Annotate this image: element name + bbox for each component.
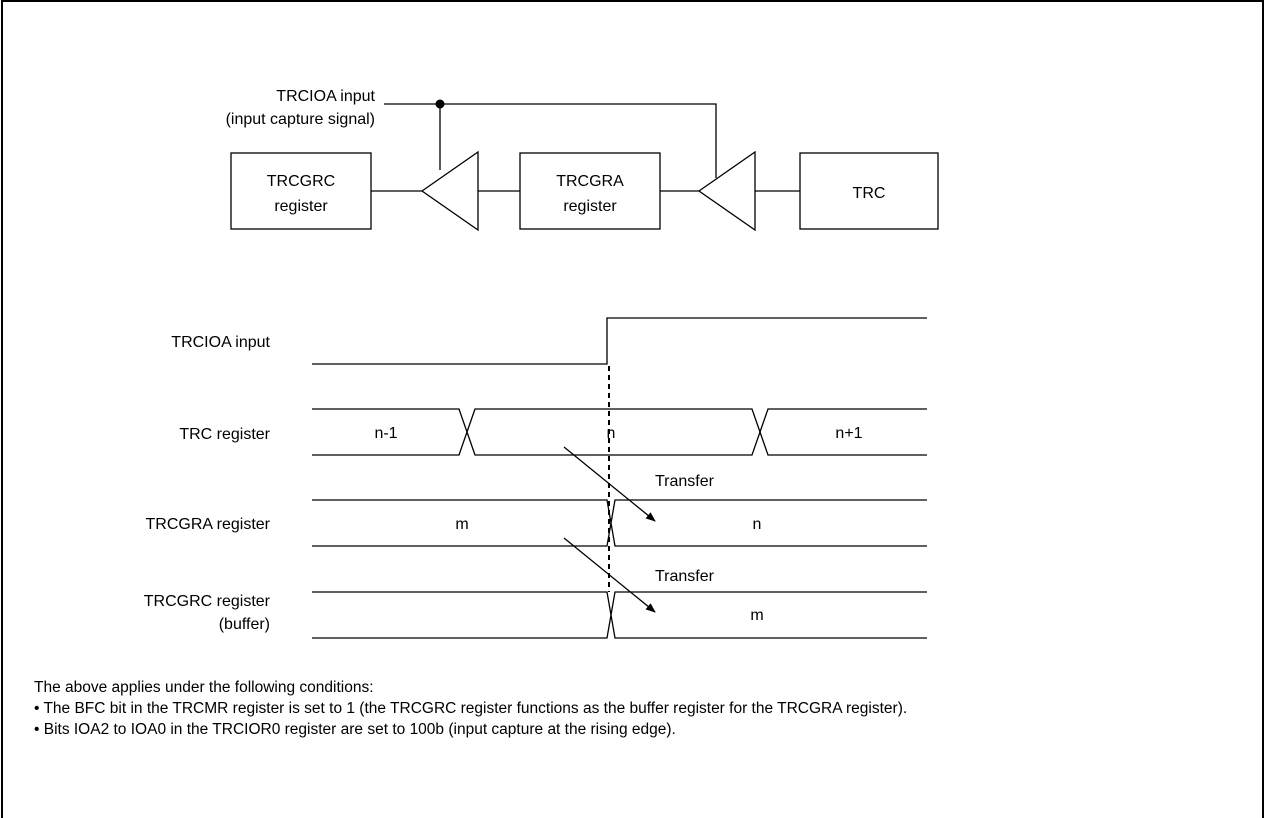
input-label-line2: (input capture signal) bbox=[226, 111, 375, 128]
transfer-arrow-1 bbox=[563, 446, 656, 522]
transfer-label-2: Transfer bbox=[655, 568, 715, 585]
signal-label-trcioa-input: TRCIOA input bbox=[171, 334, 270, 351]
buffer-gate-2 bbox=[697, 150, 756, 232]
trcgra-register-box bbox=[519, 152, 661, 230]
input-label-line1: TRCIOA input bbox=[276, 88, 375, 105]
transfer-label-1: Transfer bbox=[655, 473, 715, 490]
junction-dot bbox=[435, 99, 445, 109]
signal-label-trc-register: TRC register bbox=[179, 426, 270, 443]
trcgrc-register-box bbox=[230, 152, 372, 230]
notes-bullet-1: • The BFC bit in the TRCMR register is s… bbox=[34, 700, 908, 717]
waveform-trcgra-register bbox=[312, 499, 927, 547]
conditions-notes: The above applies under the following co… bbox=[34, 677, 1259, 740]
waveform-trcgrc-register bbox=[312, 591, 927, 639]
buffer-gate-1 bbox=[420, 150, 479, 232]
trcgra-value-after: n bbox=[753, 516, 762, 533]
timing-diagram: TRCIOA input TRC register TRCGRA registe… bbox=[144, 317, 927, 639]
block-diagram: TRCIOA input (input capture signal) TRCG… bbox=[226, 88, 939, 232]
trcgra-box-label-line1: TRCGRA bbox=[556, 173, 624, 190]
signal-label-trcgra-register: TRCGRA register bbox=[146, 516, 271, 533]
notes-intro: The above applies under the following co… bbox=[34, 679, 374, 696]
trc-counter-box bbox=[799, 152, 939, 230]
input-signal-line bbox=[384, 103, 717, 178]
waveform-trc-register bbox=[312, 408, 927, 456]
trcgra-value-before: m bbox=[455, 516, 468, 533]
trcgra-box-label-line2: register bbox=[563, 198, 617, 215]
notes-bullet-2: • Bits IOA2 to IOA0 in the TRCIOR0 regis… bbox=[34, 721, 676, 738]
trcgrc-box-label-line2: register bbox=[274, 198, 328, 215]
signal-label-trcgrc-register-line2: (buffer) bbox=[219, 616, 270, 633]
waveform-trcioa-input bbox=[312, 317, 927, 365]
trc-value-current: n bbox=[607, 425, 616, 442]
transfer-arrow-2 bbox=[563, 537, 656, 613]
trcgrc-box-label-line1: TRCGRC bbox=[267, 173, 335, 190]
trcgrc-value-after: m bbox=[750, 607, 763, 624]
trc-value-next: n+1 bbox=[835, 425, 862, 442]
signal-label-trcgrc-register-line1: TRCGRC register bbox=[144, 593, 271, 610]
trc-value-prev: n-1 bbox=[374, 425, 397, 442]
trc-box-label: TRC bbox=[853, 185, 886, 202]
